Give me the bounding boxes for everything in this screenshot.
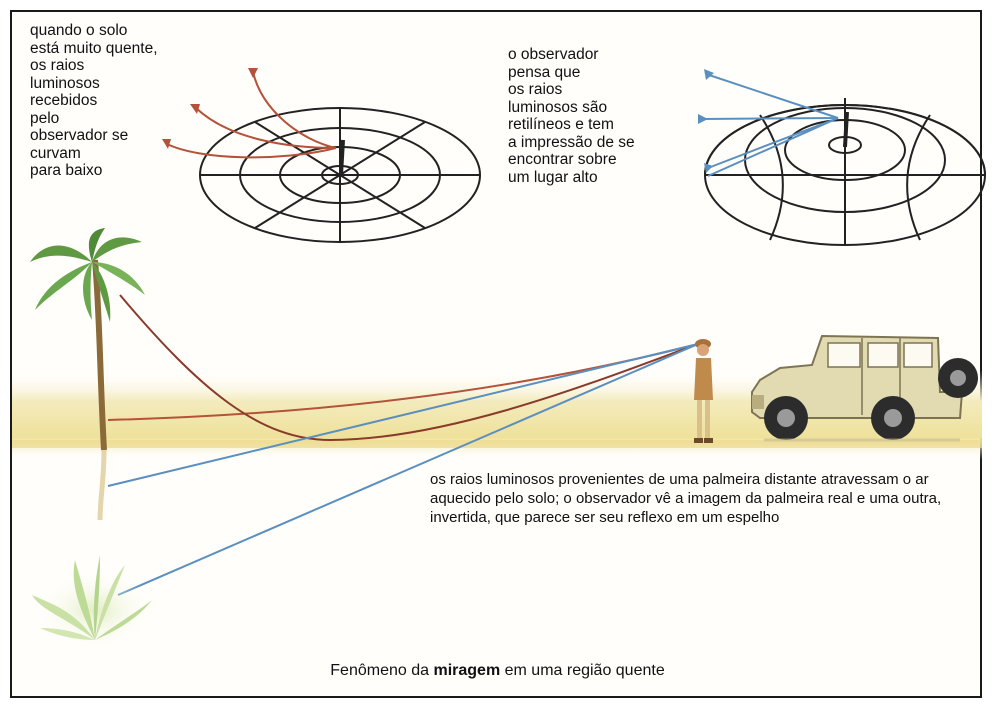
polar-grid-left (199, 107, 481, 243)
mirage-rays (107, 294, 699, 596)
caption-emphasis: miragem (433, 662, 501, 679)
observer-figure-icon (694, 339, 713, 443)
inverted-palm-icon (32, 555, 155, 650)
straight-rays-blue (701, 73, 839, 177)
jeep-icon (751, 334, 978, 442)
note-mirage-explanation: os raios luminosos provenientes de uma p… (430, 471, 942, 526)
note-observer-perception: o observador pensa que os raios luminoso… (508, 46, 635, 186)
figure-caption: Fenômeno da miragem em uma região quente (0, 662, 995, 680)
curved-rays-red (166, 71, 337, 159)
note-curved-rays: quando o solo está muito quente, os raio… (30, 22, 158, 179)
ray-arrowheads-blue (698, 69, 714, 173)
ray-arrowheads-red (162, 68, 258, 149)
horizon-line (12, 440, 982, 448)
caption-suffix: em uma região quente (500, 662, 665, 679)
polar-grid-right (704, 98, 986, 246)
caption-prefix: Fenômeno da (330, 662, 434, 679)
palm-tree-icon (30, 228, 145, 521)
